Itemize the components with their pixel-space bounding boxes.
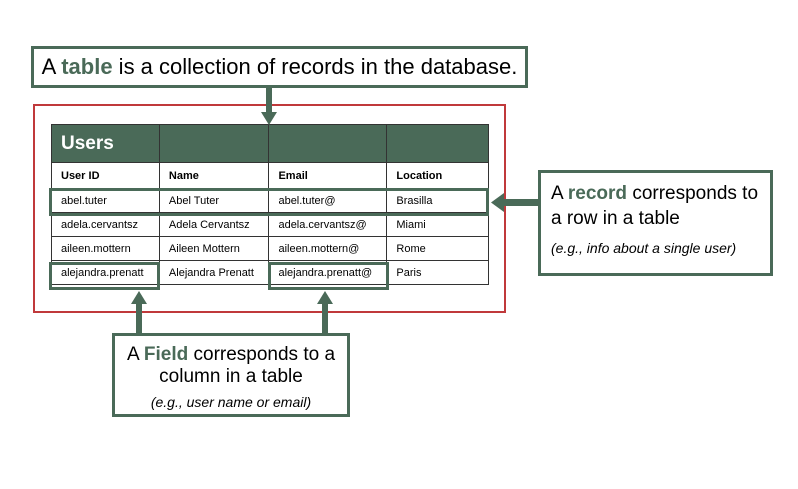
record-row-highlight	[49, 188, 489, 216]
column-header-email: Email	[268, 162, 388, 189]
cell-location: Rome	[386, 236, 489, 261]
table-keyword: table	[61, 54, 113, 79]
table-title-row: Users	[51, 124, 489, 163]
field-prefix: A	[126, 344, 144, 365]
record-callout-line1: A record corresponds to	[551, 181, 770, 206]
field-callout-example: (e.g., user name or email)	[150, 394, 312, 410]
table-definition-callout: A table is a collection of records in th…	[31, 46, 528, 88]
field-suffix: corresponds to a	[188, 344, 336, 365]
cell-email: abel.tuter@	[268, 188, 388, 213]
cell-location: Paris	[386, 260, 489, 285]
field-highlight-user-id	[49, 262, 160, 290]
cell-location: Brasilla	[386, 188, 489, 213]
column-header-name: Name	[158, 162, 270, 189]
callout-suffix: is a collection of records in the databa…	[112, 54, 518, 79]
table-title: Users	[51, 124, 160, 163]
cell-name: Alejandra Prenatt	[158, 260, 270, 285]
cell-user-id: abel.tuter	[51, 188, 160, 213]
record-suffix: corresponds to	[627, 183, 759, 204]
field-callout: A Field corresponds to a column in a tab…	[112, 333, 350, 417]
record-prefix: A	[551, 183, 568, 204]
field-callout-line2: column in a table	[159, 366, 303, 387]
table-arrow	[261, 88, 277, 125]
cell-user-id: adela.cervantsz	[51, 212, 160, 237]
callout-prefix: A	[41, 54, 62, 79]
field-highlight-email	[268, 262, 389, 290]
record-callout-line2: a row in a table	[551, 208, 680, 229]
field-callout-line1: A Field corresponds to a	[115, 344, 347, 366]
field-keyword: Field	[143, 344, 189, 365]
cell-name: Adela Cervantsz	[158, 212, 270, 237]
table-row: adela.cervantsz Adela Cervantsz adela.ce…	[51, 212, 489, 237]
table-header-row: User ID Name Email Location	[51, 162, 489, 189]
field-arrow-user-id	[131, 291, 147, 333]
record-keyword: record	[567, 183, 628, 204]
cell-location: Miami	[386, 212, 489, 237]
record-callout-example: (e.g., info about a single user)	[551, 240, 737, 256]
field-arrow-email	[317, 291, 333, 333]
record-callout: A record corresponds to a row in a table…	[538, 170, 773, 276]
record-arrow	[491, 193, 538, 212]
users-table: Users User ID Name Email Location abel.t…	[51, 124, 489, 285]
